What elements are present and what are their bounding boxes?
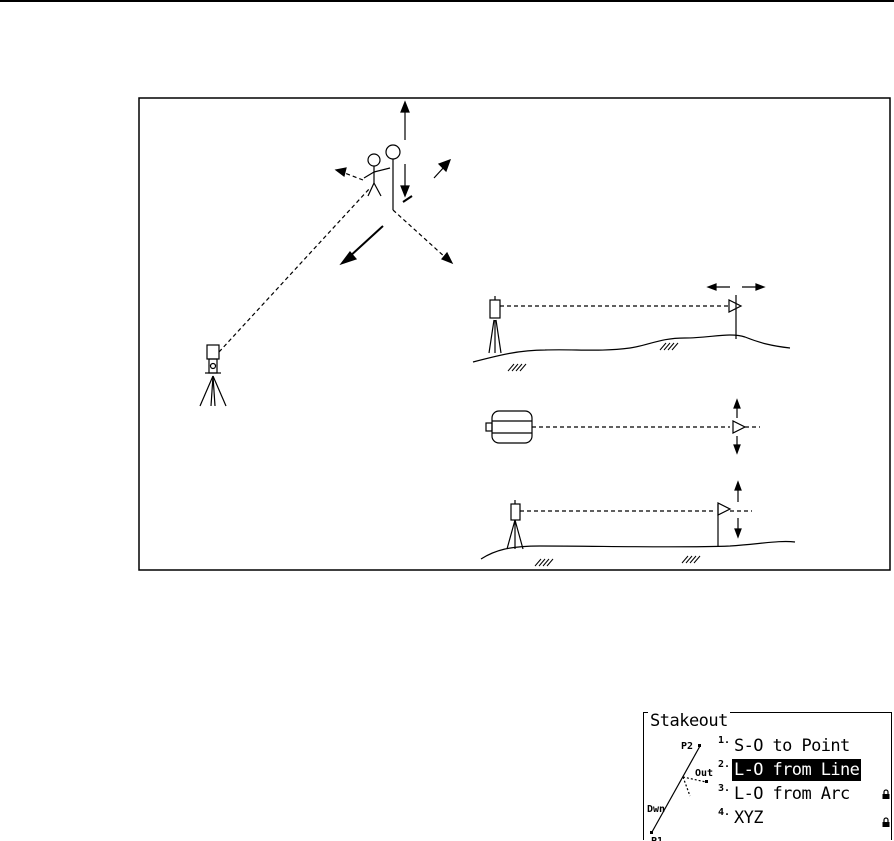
menu-item-number: 2. xyxy=(718,759,730,770)
label-p2: P2 xyxy=(681,741,693,752)
panel-horizontal-stakeout xyxy=(473,284,790,371)
lcd-stakeout-screen: Stakeout P2 Out Dwn P1 1. S-O to Point 2… xyxy=(643,712,892,840)
figure-frame xyxy=(139,98,890,570)
label-p1: P1 xyxy=(651,836,663,841)
lock-icon xyxy=(882,817,890,827)
menu-item-label: S-O to Point xyxy=(732,735,852,757)
stakeout-illustration xyxy=(0,0,894,600)
menu-item-label: L-O from Arc xyxy=(732,783,852,805)
menu-item-label: L-O from Line xyxy=(732,759,861,781)
menu-item-number: 3. xyxy=(718,783,730,794)
label-dwn: Dwn xyxy=(647,804,665,815)
panel-top-view xyxy=(486,400,760,453)
lock-icon xyxy=(882,789,890,799)
label-out: Out xyxy=(695,768,713,779)
line-offset-diagram: P2 Out Dwn P1 xyxy=(646,727,718,841)
menu-item-number: 4. xyxy=(718,807,730,818)
prism-pole-icon xyxy=(386,145,400,210)
panel-vertical-stakeout xyxy=(481,482,795,566)
instrument-top-view-icon xyxy=(492,411,532,443)
total-station-icon xyxy=(200,345,226,406)
menu-item-label: XYZ xyxy=(732,807,765,829)
menu-item-number: 1. xyxy=(718,735,730,746)
flag-target-icon xyxy=(729,300,741,312)
